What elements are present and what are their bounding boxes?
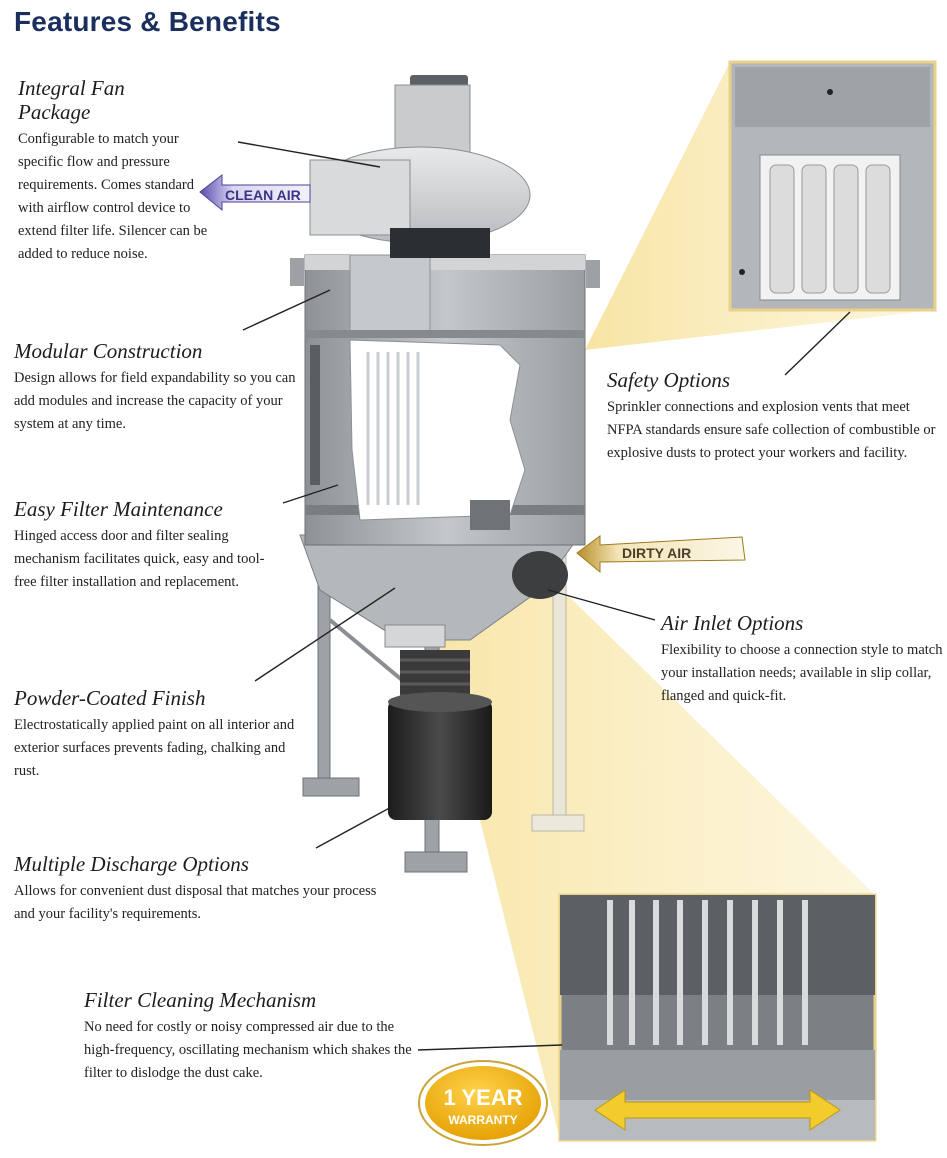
feature-multiple-discharge-options: Multiple Discharge Options Allows for co… bbox=[14, 852, 399, 926]
feature-description: No need for costly or noisy compressed a… bbox=[84, 1019, 412, 1081]
feature-integral-fan-package: Integral Fan Package Configurable to mat… bbox=[18, 76, 218, 266]
feature-description: Hinged access door and filter sealing me… bbox=[14, 528, 265, 590]
dirty-air-label: DIRTY AIR bbox=[622, 545, 691, 561]
feature-title: Filter Cleaning Mechanism bbox=[84, 988, 317, 1012]
feature-safety-options: Safety Options Sprinkler connections and… bbox=[607, 368, 937, 465]
safety-options-inset bbox=[728, 60, 937, 312]
callout-leader-lines bbox=[237, 141, 851, 1051]
feature-modular-construction: Modular Construction Design allows for f… bbox=[14, 339, 299, 436]
feature-description: Flexibility to choose a connection style… bbox=[661, 642, 943, 704]
warranty-line1: 1 YEAR bbox=[443, 1085, 522, 1110]
feature-title: Modular Construction bbox=[14, 339, 203, 363]
feature-description: Electrostatically applied paint on all i… bbox=[14, 717, 295, 779]
feature-filter-cleaning-mechanism: Filter Cleaning Mechanism No need for co… bbox=[84, 988, 414, 1085]
discharge-drum bbox=[388, 700, 492, 820]
feature-air-inlet-options: Air Inlet Options Flexibility to choose … bbox=[661, 611, 946, 708]
feature-description: Sprinkler connections and explosion vent… bbox=[607, 399, 936, 461]
page-title: Features & Benefits bbox=[14, 6, 281, 37]
clean-air-arrow: CLEAN AIR bbox=[199, 173, 311, 212]
warranty-badge: 1 YEAR WARRANTY bbox=[418, 1060, 548, 1146]
warranty-line2: WARRANTY bbox=[448, 1113, 517, 1127]
feature-description: Configurable to match your specific flow… bbox=[18, 131, 208, 262]
feature-title: Integral Fan Package bbox=[18, 76, 218, 124]
filter-cutaway bbox=[349, 339, 526, 521]
feature-title: Multiple Discharge Options bbox=[14, 852, 249, 876]
feature-title: Air Inlet Options bbox=[661, 611, 804, 635]
feature-title: Easy Filter Maintenance bbox=[14, 497, 223, 521]
feature-title: Safety Options bbox=[607, 368, 731, 392]
feature-title: Powder-Coated Finish bbox=[14, 686, 206, 710]
oscillation-arrow-icon bbox=[594, 1089, 841, 1131]
feature-description: Design allows for field expandability so… bbox=[14, 370, 296, 432]
feature-powder-coated-finish: Powder-Coated Finish Electrostatically a… bbox=[14, 686, 304, 783]
feature-title-line: Integral Fan bbox=[18, 76, 125, 100]
feature-title-line: Package bbox=[18, 100, 91, 124]
filter-cleaning-inset bbox=[558, 893, 877, 1142]
clean-air-label: CLEAN AIR bbox=[225, 187, 301, 203]
feature-description: Allows for convenient dust disposal that… bbox=[14, 883, 377, 922]
discharge-hose bbox=[400, 650, 470, 700]
dirty-air-arrow: DIRTY AIR bbox=[576, 535, 746, 574]
feature-easy-filter-maintenance: Easy Filter Maintenance Hinged access do… bbox=[14, 497, 279, 594]
